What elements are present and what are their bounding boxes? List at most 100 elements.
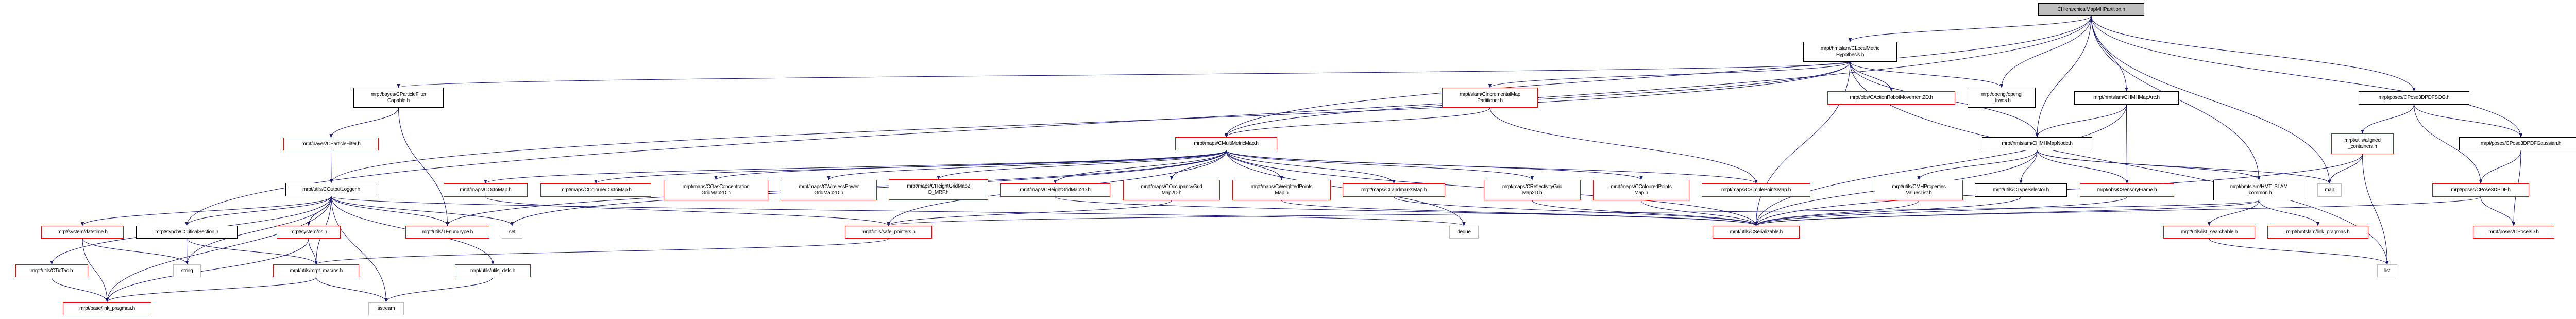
graph-node-arc[interactable]: mrpt/hmtslam/CHMHMapArc.h (2074, 91, 2179, 105)
edge-cpts-to-ser (1641, 200, 1758, 226)
edge-arc-to-ser (1754, 104, 2127, 226)
node-label: CHierarchicalMapMHPartition.h (2057, 6, 2125, 12)
graph-node-pose[interactable]: mrpt/poses/CPose3D.h (2473, 226, 2554, 239)
graph-node-crit[interactable]: mrpt/synch/CCriticalSection.h (136, 226, 238, 239)
edge-pfc-to-tenum (398, 107, 449, 226)
node-label: mrpt/maps/COctoMap.h (460, 187, 512, 193)
graph-node-lmk[interactable]: mrpt/maps/CLandmarksMap.h (1343, 183, 1445, 197)
graph-node-octo[interactable]: mrpt/maps/COctoMap.h (444, 183, 528, 197)
graph-node-align[interactable]: mrpt/utils/aligned _containers.h (2331, 133, 2394, 154)
edge-logger-to-lp (105, 196, 332, 303)
graph-node-map[interactable]: map (2317, 183, 2342, 197)
graph-node-macros[interactable]: mrpt/utils/mrpt_macros.h (273, 264, 359, 277)
graph-node-gas[interactable]: mrpt/maps/CGasConcentration GridMap2D.h (664, 180, 768, 200)
edge-lmh-to-arm (1850, 61, 1893, 92)
graph-node-mmm[interactable]: mrpt/maps/CMultiMetricMap.h (1175, 137, 1277, 150)
graph-node-pdf[interactable]: mrpt/poses/CPose3DPDF.h (2432, 183, 2529, 197)
node-label: mrpt/utils/COutputLogger.h (302, 187, 360, 192)
node-label: mrpt/utils/TEnumType.h (422, 229, 473, 235)
graph-node-occ[interactable]: mrpt/maps/COccupancyGrid Map2D.h (1123, 180, 1220, 200)
edge-mmm-to-hgm (1053, 150, 1227, 184)
graph-node-logger[interactable]: mrpt/utils/COutputLogger.h (285, 183, 377, 196)
node-label: list (2384, 267, 2391, 274)
edge-sog-to-pdf (2414, 104, 2483, 184)
graph-node-sstream[interactable]: sstream (368, 302, 404, 315)
graph-node-mhp[interactable]: mrpt/utils/CMHProperties ValuesList.h (1875, 180, 1963, 200)
graph-node-refl[interactable]: mrpt/maps/CReflectivityGrid Map2D.h (1484, 180, 1581, 200)
graph-node-wpts[interactable]: mrpt/maps/CWeightedPoints Map.h (1232, 180, 1331, 200)
edge-sog-to-align (2361, 104, 2414, 134)
graph-node-safe[interactable]: mrpt/utils/safe_pointers.h (845, 226, 932, 239)
graph-node-hmt[interactable]: mrpt/hmtslam/HMT_SLAM _common.h (2213, 180, 2304, 200)
edge-hmt-to-ser (1754, 200, 2259, 226)
edge-hmt-to-lsrch (2207, 200, 2259, 226)
graph-node-pf[interactable]: mrpt/bayes/CParticleFilter.h (283, 138, 379, 150)
node-label: mrpt/system/datetime.h (57, 229, 108, 235)
graph-node-lsrch[interactable]: mrpt/utils/list_searchable.h (2163, 226, 2255, 239)
node-label: mrpt/maps/CLandmarksMap.h (1361, 187, 1427, 193)
edge-hmt-to-safe (887, 200, 2259, 226)
node-label: mrpt/utils/CSerializable.h (1730, 229, 1783, 235)
graph-node-imp[interactable]: mrpt/slam/CIncrementalMap Partitioner.h (1442, 88, 1538, 108)
edge-lmk-to-ser (1394, 196, 1758, 226)
graph-node-tictac[interactable]: mrpt/utils/CTicTac.h (15, 264, 88, 277)
node-label: mrpt/system/os.h (290, 229, 327, 235)
graph-node-arm[interactable]: mrpt/obs/CActionRobotMovement2D.h (1827, 91, 1955, 105)
graph-node-dt[interactable]: mrpt/system/datetime.h (41, 226, 124, 239)
edge-root-to-ogl (1999, 15, 2092, 88)
node-label: mrpt/hmtslam/HMT_SLAM _common.h (2230, 184, 2288, 196)
graph-node-ser[interactable]: mrpt/utils/CSerializable.h (1713, 226, 1800, 239)
edge-logger-to-sstream (331, 196, 388, 303)
graph-node-deque[interactable]: deque (1449, 226, 1479, 239)
graph-node-spts[interactable]: mrpt/maps/CSimplePointsMap.h (1702, 183, 1810, 197)
node-label: sstream (377, 306, 395, 311)
graph-node-ogl[interactable]: mrpt/opengl/opengl _frwds.h (1968, 88, 2036, 108)
node-label: mrpt/utils/safe_pointers.h (861, 229, 916, 235)
node-label: mrpt/maps/CGasConcentration GridMap2D.h (682, 184, 750, 196)
graph-node-coct[interactable]: mrpt/maps/CColouredOctoMap.h (540, 183, 651, 197)
graph-node-tsel[interactable]: mrpt/utils/CTypeSelector.h (1975, 183, 2067, 197)
node-label: mrpt/utils/mrpt_macros.h (290, 267, 343, 274)
node-label: mrpt/utils/aligned _containers.h (2344, 138, 2381, 149)
graph-node-hgm[interactable]: mrpt/maps/CHeightGridMap2D.h (1000, 183, 1110, 197)
graph-node-set[interactable]: set (502, 226, 522, 239)
node-label: string (181, 267, 193, 274)
graph-node-hnode[interactable]: mrpt/hmtslam/CHMHMapNode.h (1982, 137, 2092, 150)
root-node[interactable]: CHierarchicalMapMHPartition.h (2038, 3, 2144, 16)
node-label: mrpt/bayes/CParticleFilter Capable.h (370, 91, 427, 104)
graph-node-hlp[interactable]: mrpt/hmtslam/link_pragmas.h (2267, 226, 2368, 239)
edge-hnode-to-map (2037, 150, 2331, 184)
graph-node-lmh[interactable]: mrpt/hmtslam/CLocalMetric Hypothesis.h (1803, 42, 1897, 62)
graph-node-gauss[interactable]: mrpt/poses/CPose3DPDFGaussian.h (2459, 137, 2576, 150)
graph-node-list[interactable]: list (2377, 264, 2397, 277)
graph-node-tenum[interactable]: mrpt/utils/TEnumType.h (405, 226, 489, 239)
edge-octo-to-safe (485, 196, 890, 226)
node-label: mrpt/maps/CColouredPoints Map.h (1611, 184, 1672, 196)
edge-refl-to-ser (1532, 200, 1758, 226)
node-label: mrpt/poses/CPose3D.h (2488, 229, 2539, 235)
edge-mmm-to-wpow (827, 150, 1227, 180)
graph-node-cpts[interactable]: mrpt/maps/CColouredPoints Map.h (1593, 180, 1689, 200)
node-label: mrpt/synch/CCriticalSection.h (155, 229, 218, 235)
edge-root-to-mmm (1224, 15, 2092, 138)
edge-align-to-map (2328, 154, 2363, 184)
node-label: mrpt/utils/CTicTac.h (30, 267, 73, 274)
edge-mmm-to-gas (714, 150, 1227, 180)
graph-node-string[interactable]: string (173, 264, 201, 277)
edge-lmh-to-mmm (1224, 61, 1851, 138)
node-label: mrpt/base/link_pragmas.h (79, 306, 135, 311)
graph-node-lp[interactable]: mrpt/base/link_pragmas.h (63, 302, 151, 315)
edge-tictac-to-lp (52, 277, 109, 303)
edge-crit-to-string (185, 238, 189, 265)
graph-node-sog[interactable]: mrpt/poses/CPose3DPDFSOG.h (2359, 91, 2469, 105)
graph-node-pfc[interactable]: mrpt/bayes/CParticleFilter Capable.h (353, 88, 444, 108)
edge-mmm-to-lmk (1226, 150, 1396, 184)
edge-sog-to-gauss (2414, 104, 2523, 138)
edge-pdf-to-pose (2480, 196, 2516, 226)
graph-node-wpow[interactable]: mrpt/maps/CWirelessPower GridMap2D.h (781, 180, 877, 200)
graph-node-os[interactable]: mrpt/system/os.h (277, 226, 341, 239)
graph-node-hmrf[interactable]: mrpt/maps/CHeightGridMap2 D_MRF.h (889, 179, 988, 200)
graph-node-sf[interactable]: mrpt/obs/CSensoryFrame.h (2080, 183, 2174, 197)
node-label: mrpt/maps/COccupancyGrid Map2D.h (1141, 184, 1202, 196)
graph-node-udefs[interactable]: mrpt/utils/utils_defs.h (455, 264, 531, 277)
